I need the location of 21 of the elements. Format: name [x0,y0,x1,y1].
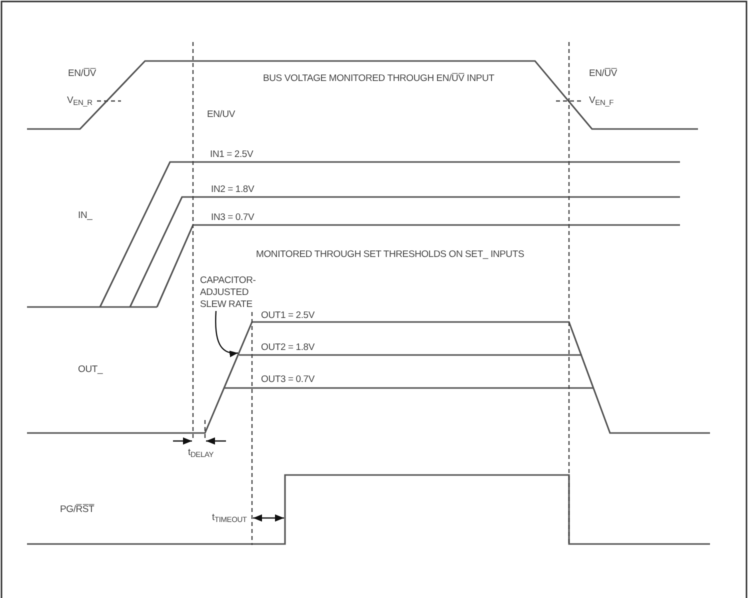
leader-arrow [215,310,238,357]
signal-name: OUT_ [78,364,103,376]
level-label: OUT2 = 1.8V [261,342,315,354]
level-label: IN2 = 1.8V [211,184,254,196]
signal-name: EN/U̅V̅ [68,68,96,80]
waveform-line [27,321,710,434]
annotation-text: CAPACITOR-ADJUSTED SLEW RATE [200,275,262,311]
threshold-label: V$_{EN_F}$ [589,95,614,109]
timing-label: t$_{DELAY}$ [188,447,214,461]
annotation-text: MONITORED THROUGH SET THRESHOLDS ON SET_ INPUTS [256,249,524,261]
level-label: IN3 = 0.7V [211,212,254,224]
level-label: OUT3 = 0.7V [261,374,315,386]
timing-label: t$_{TIMEOUT}$ [212,512,247,526]
signal-name: EN/UV [207,109,236,121]
level-label: IN1 = 2.5V [210,149,254,161]
threshold-label: V$_{EN_R}$ [67,95,92,109]
annotation-text: BUS VOLTAGE MONITORED THROUGH EN/U̅V̅ INPUT [263,73,494,85]
signal-name: PG/R̅S̅T̅ [60,504,94,516]
level-label: OUT1 = 2.5V [261,310,315,322]
signal-name: IN_ [78,210,92,222]
signal-name: EN/U̅V̅ [589,68,618,80]
